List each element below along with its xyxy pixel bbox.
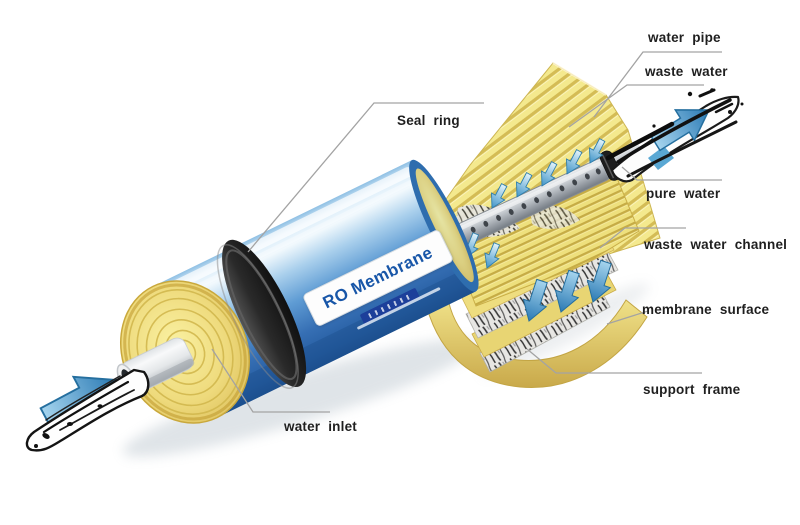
inlet-water-stream bbox=[25, 368, 150, 452]
leader-water-inlet bbox=[211, 348, 330, 413]
leader-seal-ring bbox=[247, 102, 484, 253]
center-water-pipe bbox=[445, 144, 645, 250]
label-membrane-surface: membrane surface bbox=[642, 302, 770, 317]
leader-membrane-surface bbox=[606, 310, 649, 325]
label-seal-ring: Seal ring bbox=[397, 113, 460, 128]
leader-lines bbox=[211, 51, 722, 413]
leader-waste-water bbox=[568, 84, 704, 128]
label-waste-water: waste water bbox=[645, 64, 728, 79]
label-water-pipe: water pipe bbox=[648, 30, 721, 45]
leader-water-pipe bbox=[593, 51, 722, 118]
label-support-frame: support frame bbox=[643, 382, 741, 397]
outlet-water-splash bbox=[605, 88, 744, 183]
leader-support-frame bbox=[526, 348, 702, 374]
label-waste-water-channel: waste water channel bbox=[644, 237, 788, 252]
label-water-inlet: water inlet bbox=[284, 419, 357, 434]
leader-pure-water bbox=[621, 166, 722, 181]
seal-ring-shape bbox=[216, 239, 307, 389]
label-pure-water: pure water bbox=[646, 186, 721, 201]
leader-waste-water-channel bbox=[599, 227, 686, 249]
